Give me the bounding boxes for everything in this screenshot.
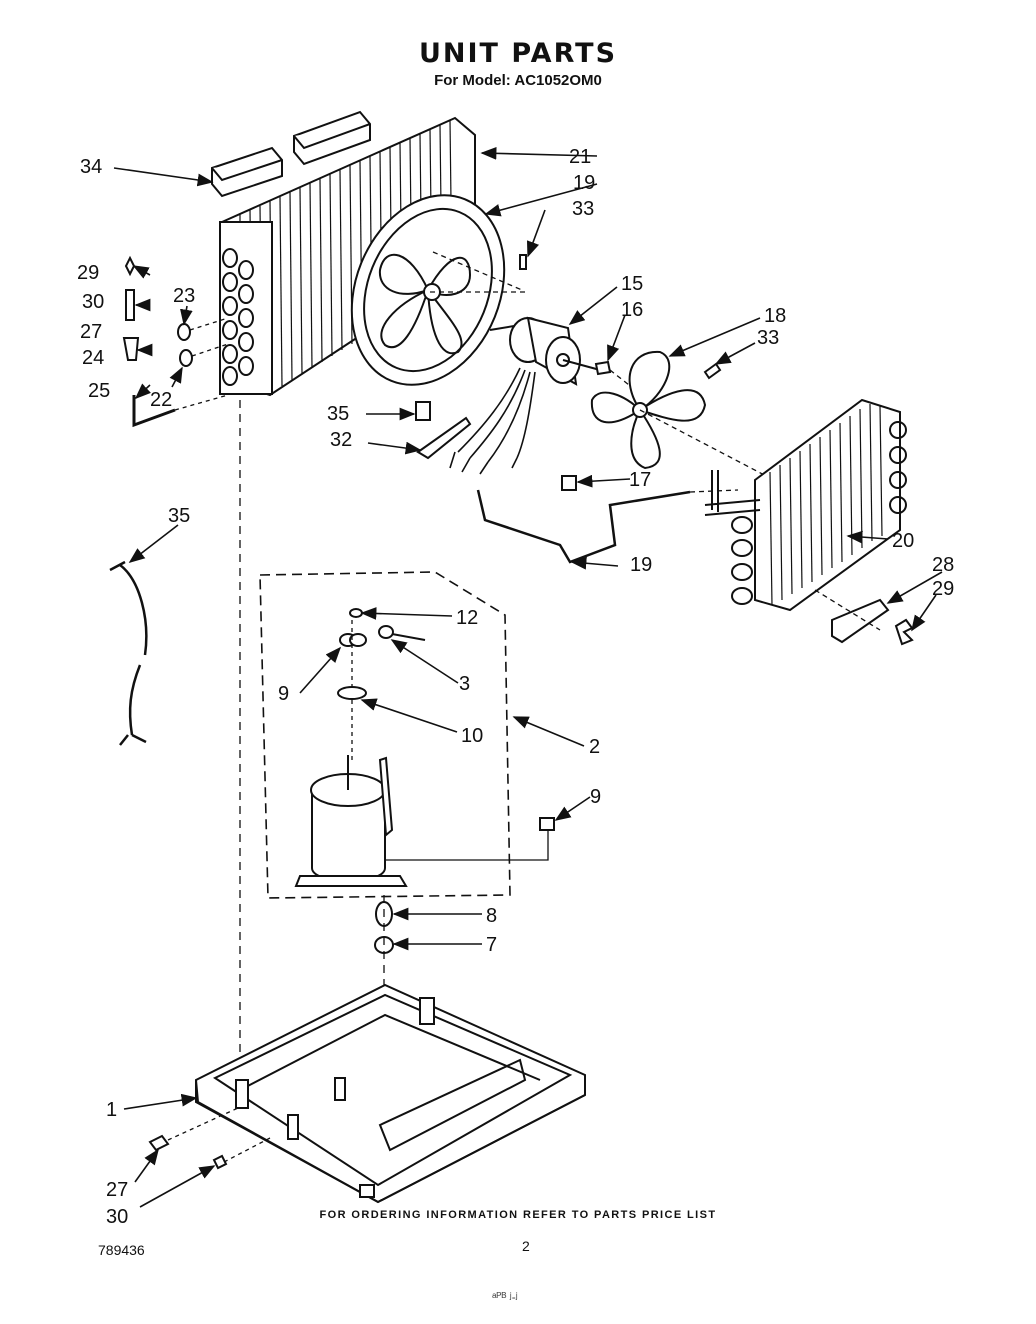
service-valve [125, 289, 135, 321]
screw [519, 254, 527, 270]
callout-label: 35 [327, 403, 349, 425]
fan-shroud [350, 194, 506, 386]
wire-connector [561, 475, 577, 491]
page-title: UNIT PARTS [418, 38, 618, 69]
condenser-coil [219, 116, 476, 397]
evaporator-coil [704, 398, 907, 612]
callout-label: 16 [621, 299, 643, 321]
fan-clamp [703, 362, 722, 380]
capillary-tube [476, 489, 691, 564]
terminal-cover [337, 608, 426, 700]
callout-label: 22 [150, 389, 172, 411]
screw [148, 1134, 170, 1152]
callout-label: 10 [461, 725, 483, 747]
wire-tie [416, 416, 472, 460]
leader-lines [113, 146, 943, 1208]
compressor [294, 755, 408, 887]
clip [894, 618, 914, 646]
callout-label: 2 [589, 736, 600, 758]
process-tube [132, 395, 176, 428]
bend-clip [179, 349, 193, 367]
handwritten-mark: ᵃᴾᴮ ʲ-ʲ [492, 1290, 518, 1304]
valve-cap [124, 255, 136, 277]
model-subtitle: For Model: AC1052OM0 [434, 72, 602, 89]
bend-clip [177, 323, 191, 341]
callout-label: 25 [88, 380, 110, 402]
callout-label: 9 [278, 683, 289, 705]
evaporator-tube-bends [731, 421, 907, 605]
callout-label: 19 [573, 172, 595, 194]
callout-label: 24 [82, 347, 104, 369]
callout-label: 12 [456, 607, 478, 629]
callout-label: 30 [82, 291, 104, 313]
motor-nut [594, 360, 612, 376]
base-pan [195, 983, 586, 1204]
callout-label: 32 [330, 429, 352, 451]
callout-label: 15 [621, 273, 643, 295]
callout-label: 1 [106, 1099, 117, 1121]
compressor-assembly-outline [259, 571, 511, 899]
callout-label: 27 [80, 321, 102, 343]
clip-nut [212, 1154, 228, 1170]
valve-core [122, 337, 140, 361]
page-number: 2 [522, 1238, 530, 1254]
callout-label: 8 [486, 905, 497, 927]
ordering-note: FOR ORDERING INFORMATION REFER TO PARTS … [319, 1209, 717, 1221]
fan-motor [489, 316, 601, 386]
capacitor-clip [415, 401, 431, 421]
fan-blade [590, 350, 707, 470]
callout-label: 17 [629, 469, 651, 491]
drain-cover [831, 598, 890, 644]
wiring-harness [109, 560, 148, 746]
callout-label: 34 [80, 156, 102, 178]
callout-label: 33 [572, 198, 594, 220]
callout-label: 29 [77, 262, 99, 284]
callout-label: 33 [757, 327, 779, 349]
motor-wires [449, 367, 536, 475]
callout-label: 20 [892, 530, 914, 552]
callout-labels: 34 21 19 33 15 16 18 33 30 23 27 24 25 2… [77, 146, 914, 1121]
callout-label: 21 [569, 146, 591, 168]
callout-label: 18 [764, 305, 786, 327]
condenser-tube-bends [222, 248, 254, 386]
callout-label: 23 [173, 285, 195, 307]
document-number: 789436 [98, 1242, 145, 1258]
hex-nut [539, 817, 555, 831]
callout-label: 3 [459, 673, 470, 695]
foam-strip [211, 110, 371, 198]
